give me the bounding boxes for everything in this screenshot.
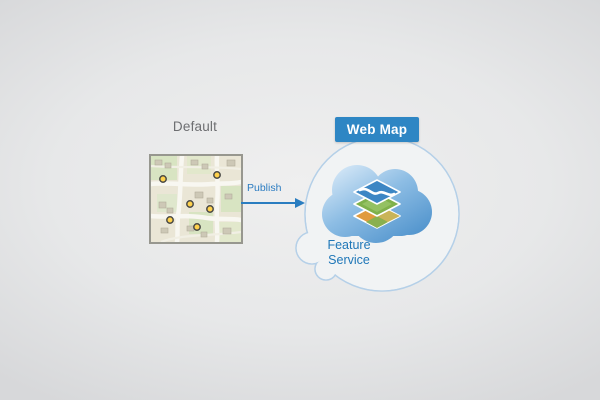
map-marker — [206, 205, 214, 213]
map-markers — [159, 171, 221, 231]
map-marker — [193, 223, 201, 231]
map-marker — [159, 175, 167, 183]
feature-service-label: Feature Service — [327, 238, 371, 267]
web-map-badge: Web Map — [335, 117, 419, 142]
web-map-badge-label: Web Map — [346, 122, 408, 137]
map-marker — [213, 171, 221, 179]
default-map-label: Default — [172, 119, 218, 134]
cloud-icon — [322, 165, 432, 243]
publish-arrow-icon — [241, 198, 305, 208]
map-frame — [148, 153, 244, 245]
publish-edge-label: Publish — [247, 182, 282, 194]
map-marker — [166, 216, 174, 224]
layers-icon — [353, 179, 401, 229]
map-marker — [186, 200, 194, 208]
map-thumbnail — [148, 153, 244, 245]
